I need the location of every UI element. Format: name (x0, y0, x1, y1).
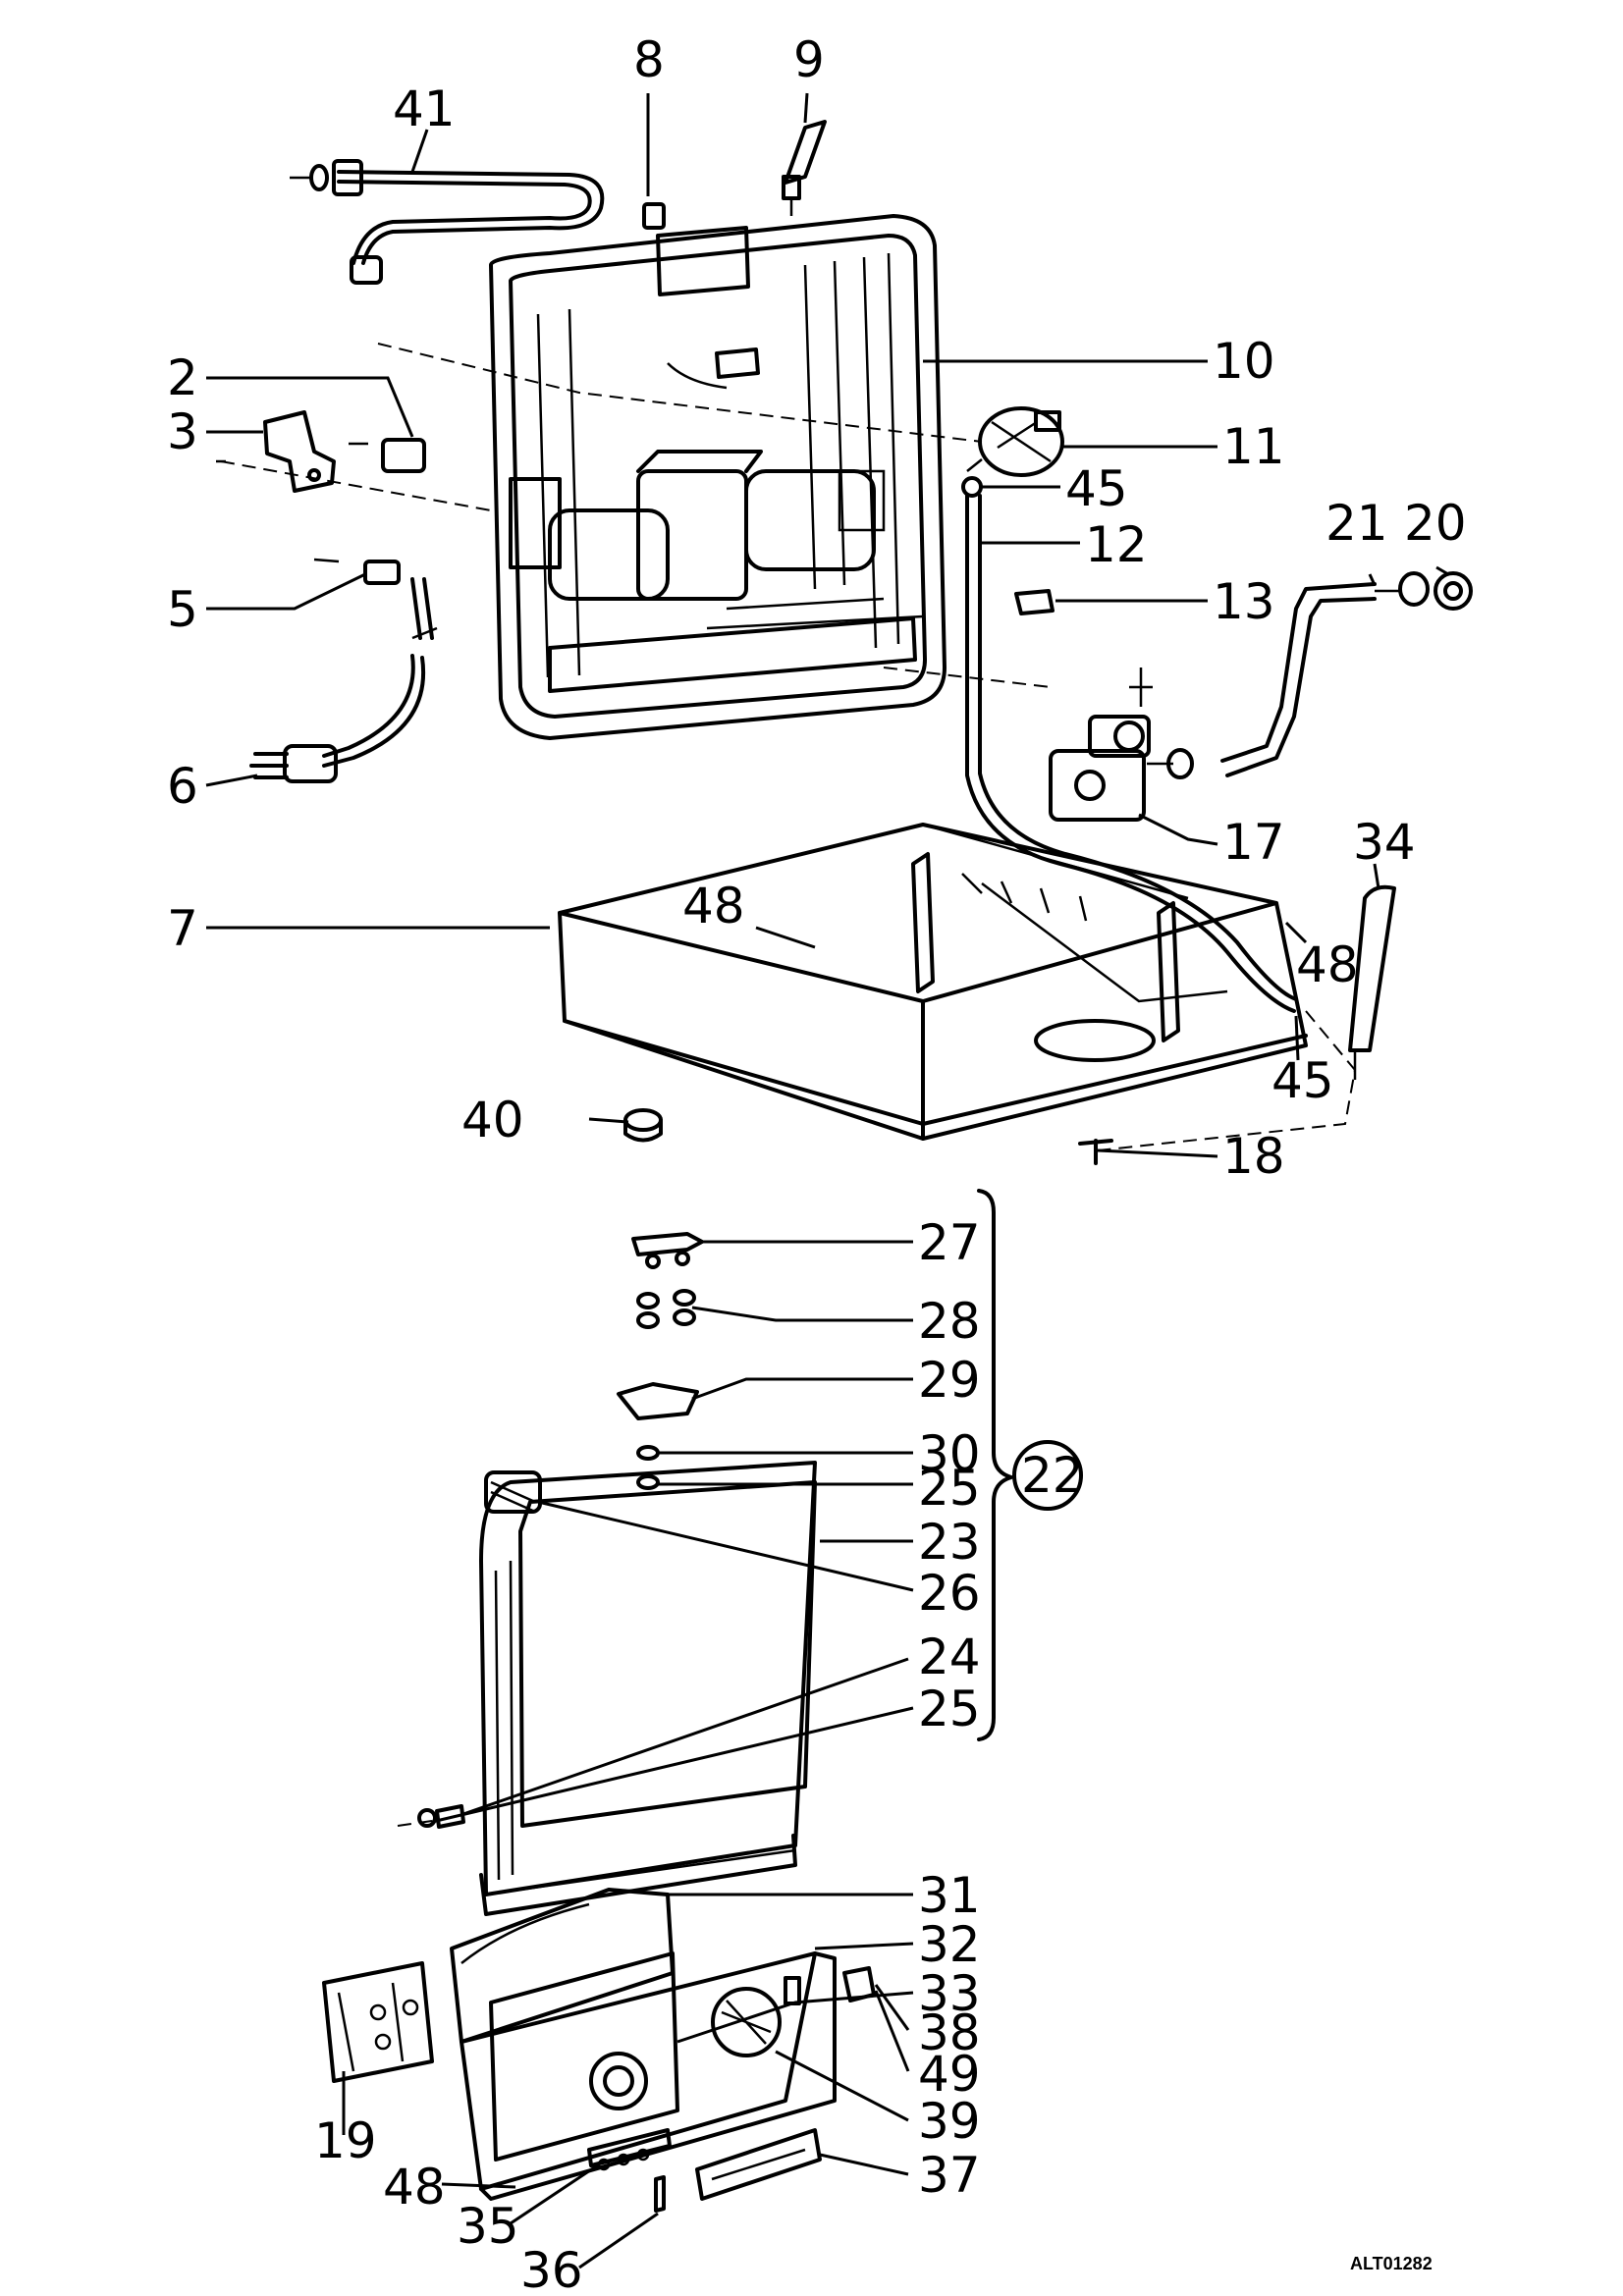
cabinet-frame (489, 214, 947, 740)
callout-23: 23 (918, 1514, 981, 1571)
callout-25-bottom: 25 (918, 1681, 981, 1737)
foot-icon (623, 1108, 1113, 1165)
callout-40: 40 (461, 1092, 524, 1148)
callout-2: 2 (167, 349, 198, 406)
callout-25-top: 25 (918, 1460, 981, 1517)
callout-7: 7 (167, 900, 198, 957)
callout-31: 31 (918, 1867, 981, 1924)
callout-30: 30 (918, 1425, 981, 1482)
inlet-hose (1220, 571, 1473, 777)
drain-tube (961, 476, 1298, 1013)
callout-48-tub: 48 (682, 878, 745, 934)
door-icon (479, 1461, 817, 1916)
callout-41: 41 (393, 80, 456, 137)
callout-11: 11 (1222, 418, 1285, 475)
callout-38: 38 (918, 2004, 981, 2061)
callout-21: 21 (1325, 495, 1388, 552)
callout-8: 8 (633, 31, 665, 88)
callout-35: 35 (457, 2198, 519, 2255)
callout-48-panel: 48 (383, 2159, 446, 2216)
callout-48-side: 48 (1296, 936, 1359, 993)
callout-32: 32 (918, 1916, 981, 1973)
callout-10: 10 (1213, 333, 1275, 390)
callout-37: 37 (918, 2147, 981, 2204)
door-switch-parts (642, 120, 827, 230)
clip-13 (1014, 589, 1055, 615)
valve-icon (1049, 667, 1194, 822)
callout-labels: 41 8 9 10 2 3 11 45 12 21 20 5 13 6 17 3… (167, 31, 1467, 2296)
callout-3: 3 (167, 403, 198, 460)
door-fittings (397, 1232, 704, 1829)
callout-45-bottom: 45 (1271, 1052, 1334, 1109)
callout-17: 17 (1222, 814, 1285, 871)
pressure-switch-icon (966, 406, 1064, 477)
callout-45-top: 45 (1065, 460, 1128, 517)
callout-29: 29 (918, 1352, 981, 1409)
callout-27: 27 (918, 1214, 981, 1271)
cord-clamp (313, 558, 401, 585)
callout-39: 39 (918, 2093, 981, 2150)
leader-lines (205, 92, 1449, 2269)
callout-26: 26 (918, 1565, 981, 1622)
callout-49: 49 (918, 2046, 981, 2103)
callout-6: 6 (167, 758, 198, 815)
group-brace (977, 1189, 1083, 1741)
power-plug-icon (249, 577, 438, 783)
callout-5: 5 (167, 581, 198, 638)
callout-12: 12 (1085, 516, 1148, 573)
callout-22: 22 (1021, 1447, 1084, 1504)
callout-28: 28 (918, 1293, 981, 1350)
hose-icon (290, 159, 605, 285)
callout-24: 24 (918, 1629, 981, 1685)
bracket-parts (216, 410, 426, 493)
callout-33: 33 (918, 1965, 981, 2022)
callout-20: 20 (1404, 495, 1467, 552)
callout-36: 36 (520, 2242, 583, 2296)
callout-13: 13 (1213, 573, 1275, 630)
side-bracket-34 (1348, 884, 1396, 1080)
drawing-code: ALT01282 (1350, 2254, 1433, 2273)
assembly-lines-upper (220, 343, 1357, 1151)
callout-19: 19 (314, 2112, 377, 2169)
base-tub (558, 823, 1308, 1141)
callout-34: 34 (1353, 814, 1416, 871)
callout-18: 18 (1222, 1128, 1285, 1185)
callout-9: 9 (793, 31, 825, 88)
